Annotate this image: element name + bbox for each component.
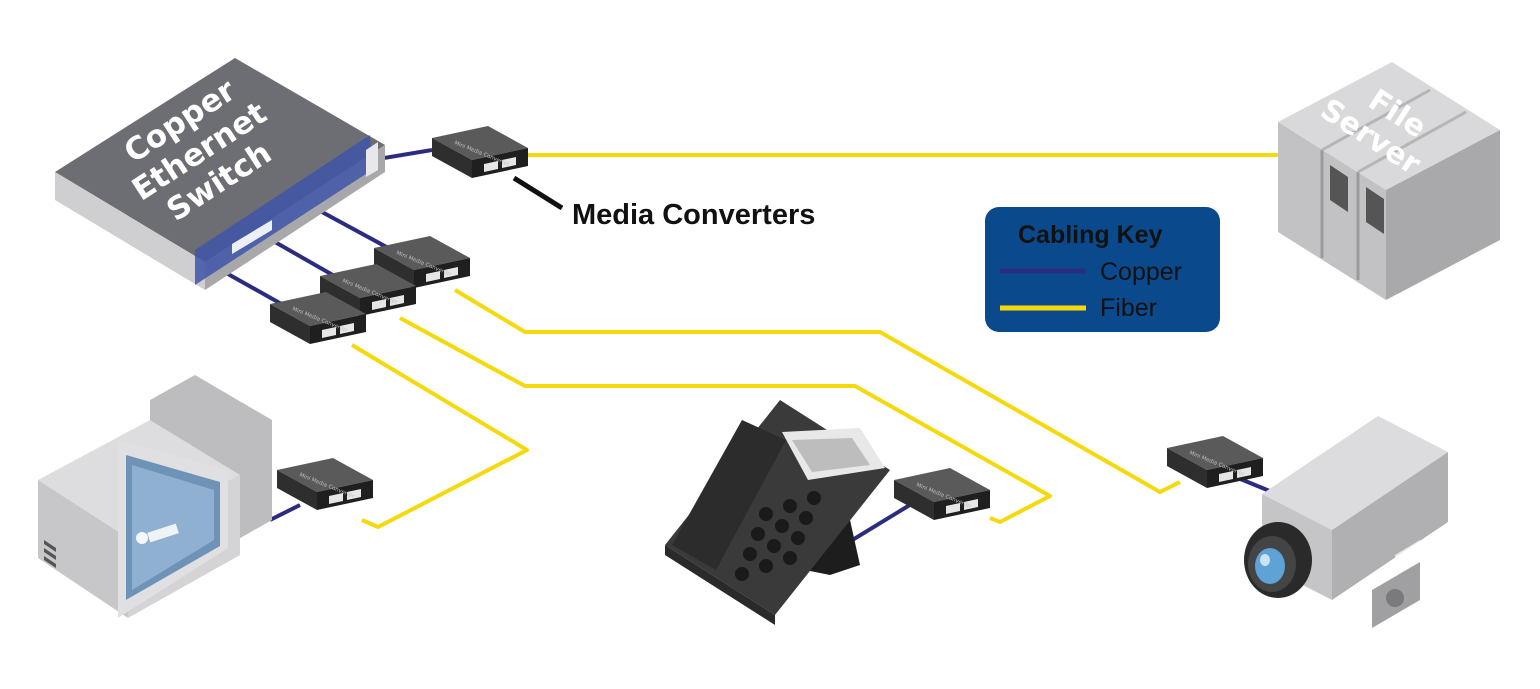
monitor-vents [44,540,56,568]
copper-ethernet-switch: Copper Ethernet Switch [55,58,385,290]
file-server: File Server [1278,62,1500,300]
media-converter-monitor: Mini Media Converter [277,458,373,510]
copper-cable-camera [1237,476,1273,494]
cabling-key: Cabling Key Copper Fiber [985,207,1220,332]
user-icon [136,532,148,544]
media-converter-phone: Mini Media Converter [894,468,990,520]
camera-lens [1244,522,1312,598]
phone-keypad [735,491,821,581]
monitor-login-box [147,523,179,543]
fiber-cable-monitor [350,343,529,529]
copper-cable-monitor [269,503,301,522]
cabling-key-fiber-label: Fiber [1100,294,1157,322]
media-converter-switch-1: Mini Media Converter [374,236,470,288]
cabling-key-copper-label: Copper [1100,258,1182,286]
desk-phone [665,400,890,625]
fiber-cable-camera [453,288,1181,494]
media-converter-switch-3: Mini Media Converter [270,292,366,344]
media-converter-switch-2: Mini Media Converter [320,264,416,316]
callout-pointer [512,175,564,211]
copper-cable-switch-converter-1 [321,210,393,252]
media-converter-camera: Mini Media Converter [1167,436,1263,488]
server-vents [1330,165,1384,234]
fiber-cables [350,153,1280,529]
callout-label: Media Converters [572,199,815,231]
fiber-cable-phone [399,316,1052,524]
security-camera [1244,416,1448,628]
media-converter-top: Mini Media Converter [432,126,528,178]
monitor [38,375,272,618]
media-converters-callout: Media Converters [512,175,815,231]
copper-cable-switch-converter-2 [267,236,339,280]
cabling-key-title: Cabling Key [1018,221,1163,249]
